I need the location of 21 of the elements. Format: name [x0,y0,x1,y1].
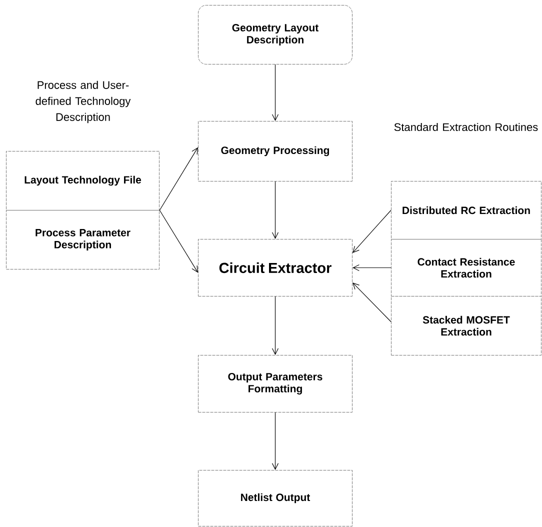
arrow [352,264,392,272]
process-box: Geometry Layout Description [198,5,352,64]
process-box: Distributed RC Extraction [391,181,542,240]
group-label: Process and User-defined Technology Description [36,80,131,124]
arrow [272,64,279,121]
process-box: Netlist Output [198,470,352,526]
process-box: Layout Technology File [6,151,160,210]
process-box: Circuit Extractor [198,239,352,296]
process-box: Output Parameters Formatting [198,355,352,412]
arrow [159,147,198,211]
arrow [272,181,279,239]
arrow [159,210,198,273]
process-box: Contact Resistance Extraction [391,239,542,296]
arrow [272,296,279,355]
process-box: Process Parameter Description [6,210,160,270]
process-box: Geometry Processing [198,121,352,182]
arrow [352,282,392,322]
group-label: Standard Extraction Routines [394,122,538,132]
arrow [272,412,279,470]
arrow [352,210,392,253]
process-box: Stacked MOSFET Extraction [391,296,542,356]
